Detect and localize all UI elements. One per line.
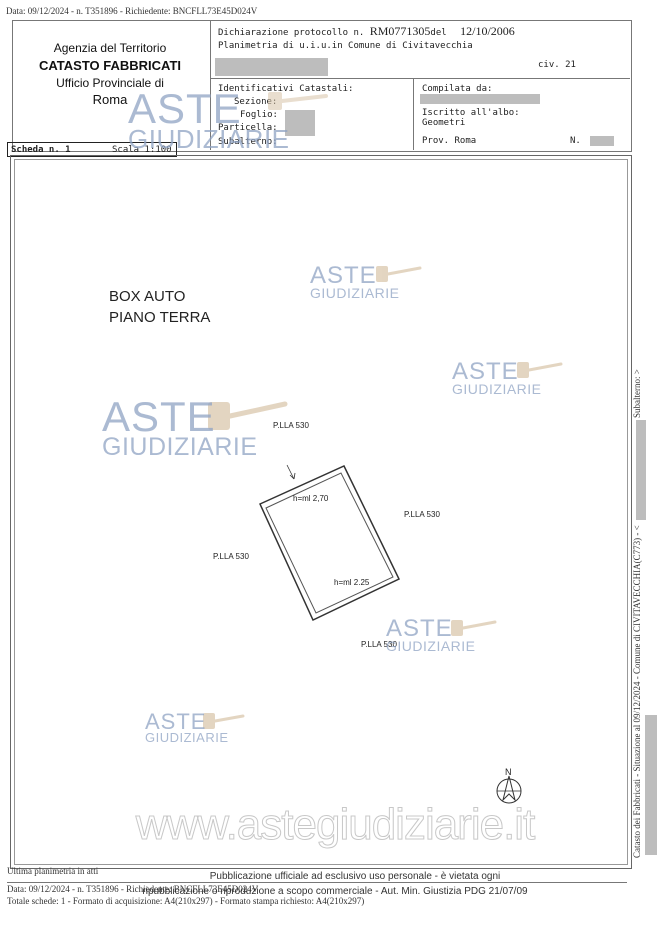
watermark-3: ASTE GIUDIZIARIE xyxy=(386,615,476,654)
parcel-label-west: P.LLA 530 xyxy=(213,552,249,561)
province-label: Prov. Roma xyxy=(422,136,477,146)
gavel-icon-small-2 xyxy=(517,362,563,378)
publication-line2: ripubblicazione o riproduzione a scopo c… xyxy=(142,886,528,897)
redacted-side-1 xyxy=(636,420,646,520)
footer-divider xyxy=(7,882,627,883)
agency-catasto: CATASTO FABBRICATI xyxy=(38,58,182,73)
n-label: N. xyxy=(570,136,581,146)
header-frame xyxy=(12,20,632,152)
side-subalterno: Subalterno: > xyxy=(632,369,642,418)
header-divider xyxy=(210,20,211,150)
redacted-n xyxy=(590,136,614,146)
entrance-arrow xyxy=(286,464,296,480)
drawing-inner-frame xyxy=(14,159,628,865)
agency-name: Agenzia del Territorio xyxy=(53,41,167,55)
civic-number: civ. 21 xyxy=(538,60,576,70)
watermark-4: ASTE GIUDIZIARIE xyxy=(145,709,229,745)
gavel-icon-small-1 xyxy=(376,266,422,282)
ultima-planimetria: Ultima planimetria in atti xyxy=(7,866,99,876)
sezione-label: Sezione: xyxy=(234,97,278,107)
drawing-frame xyxy=(10,155,632,869)
scheda-label: Scheda n. 1 xyxy=(11,145,71,155)
parcel-label-north: P.LLA 530 xyxy=(273,421,309,430)
footer-totale: Totale schede: 1 - Formato di acquisizio… xyxy=(7,896,365,906)
watermark-2: ASTE GIUDIZIARIE xyxy=(452,358,542,397)
north-arrow xyxy=(496,775,522,804)
foglio-label: Foglio: xyxy=(240,110,278,120)
box-outline xyxy=(259,465,401,622)
declaration-date: 12/10/2006 xyxy=(460,24,515,38)
parcel-label-east: P.LLA 530 xyxy=(404,510,440,519)
gavel-icon-small-3 xyxy=(451,620,497,636)
agency-office: Ufficio Provinciale di xyxy=(56,76,164,90)
north-label: N xyxy=(505,767,512,777)
height-top-label: h=ml 2,70 xyxy=(293,494,329,503)
planimetria-line: Planimetria di u.i.u.in Comune di Civita… xyxy=(218,41,473,51)
header-row-divider xyxy=(210,78,630,79)
parcel-label-south: P.LLA 530 xyxy=(361,640,397,649)
footer-data-line: Data: 09/12/2024 - n. T351896 - Richiede… xyxy=(7,884,259,894)
scale-label: Scala 1:100 xyxy=(112,145,172,155)
gavel-icon-header xyxy=(268,92,328,110)
plan-title-line1: BOX AUTO xyxy=(109,288,186,305)
declaration-line: Dichiarazione protocollo n. RM0771305del… xyxy=(218,24,515,39)
side-status-text: Catasto dei Fabbricati - Situazione al 0… xyxy=(632,525,642,858)
publication-line1: Pubblicazione ufficiale ad esclusivo uso… xyxy=(209,871,501,882)
watermark-1: ASTE GIUDIZIARIE xyxy=(310,262,400,301)
watermark-large: ASTE GIUDIZIARIE xyxy=(102,393,258,461)
identificativi-label: Identificativi Catastali: xyxy=(218,84,354,94)
height-bottom-label: h=ml 2.25 xyxy=(334,578,370,587)
agency-city: Roma xyxy=(92,92,128,107)
site-watermark: www.astegiudiziarie.it xyxy=(135,800,536,850)
date-label: del xyxy=(430,28,447,38)
top-meta-line: Data: 09/12/2024 - n. T351896 - Richiede… xyxy=(6,6,258,16)
redacted-compiler xyxy=(420,94,540,104)
redacted-side-2 xyxy=(645,715,657,855)
redacted-address xyxy=(215,58,328,76)
declaration-label: Dichiarazione protocollo n. xyxy=(218,28,365,38)
compilata-label: Compilata da: xyxy=(422,84,493,94)
header-col-divider xyxy=(413,78,414,150)
plan-title-line2: PIANO TERRA xyxy=(109,309,211,326)
watermark-header: ASTE GIUDIZIARIE xyxy=(128,85,290,154)
protocol-number: RM0771305 xyxy=(369,24,431,38)
scheda-box xyxy=(7,142,177,157)
iscritto-label: Iscritto all'albo: xyxy=(422,108,520,118)
particella-label: Particella: xyxy=(218,123,278,133)
redacted-catastal-ids xyxy=(285,110,315,136)
subalterno-label: Subalterno: xyxy=(218,137,278,147)
gavel-icon-small-4 xyxy=(203,713,245,729)
gavel-icon xyxy=(208,401,288,430)
geometri-label: Geometri xyxy=(422,118,466,128)
